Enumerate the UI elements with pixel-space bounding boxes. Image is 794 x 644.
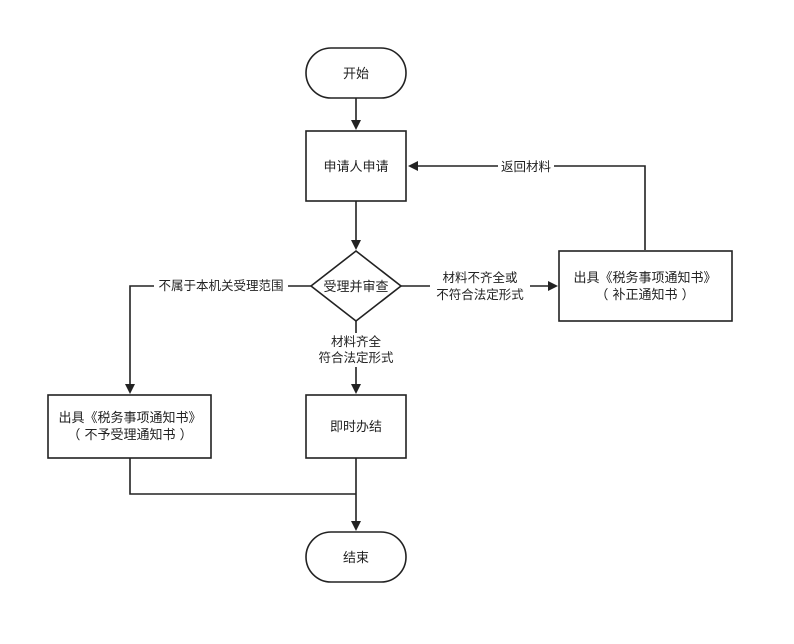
end-node [305, 531, 407, 583]
edge-label-incomplete-line-1: 材料不齐全或 [442, 270, 518, 285]
nodes: 开始 申请人申请 受理并审查 出具《税务事项通知书》 （ 补正通知书 ） 出具《… [47, 47, 733, 583]
edge-review-to-reject [125, 285, 311, 394]
reject-notice-line-2: （ 不予受理通知书 ） [67, 427, 192, 443]
correction-notice-line-2: （ 补正通知书 ） [595, 287, 694, 303]
edge-label-out-of-scope: 不属于本机关受理范围 [158, 278, 283, 293]
instant-completion-node [305, 394, 407, 459]
apply-node-label: 申请人申请 [323, 160, 388, 175]
edge-label-incomplete-line-2: 不符合法定形式 [436, 287, 524, 302]
start-node-label: 开始 [343, 67, 369, 82]
edge-labels: 返回材料 材料不齐全或 不符合法定形式 不属于本机关受理范围 材料齐全 符合法定… [154, 158, 554, 367]
edge-correction-to-apply [408, 161, 646, 250]
reject-notice-line-1: 出具《税务事项通知书》 [58, 410, 201, 426]
edge-reject-to-merge [129, 458, 356, 495]
apply-node [305, 130, 407, 202]
correction-notice-line-1: 出具《税务事项通知书》 [573, 270, 716, 286]
reject-notice-node [47, 394, 212, 459]
end-node-label: 结束 [343, 551, 369, 566]
correction-notice-node [558, 250, 733, 322]
review-node-label: 受理并审查 [323, 280, 388, 295]
edge-label-complete-line-2: 符合法定形式 [318, 350, 394, 365]
edge-label-return-materials: 返回材料 [501, 159, 552, 174]
instant-completion-label: 即时办结 [330, 420, 382, 435]
edge-label-complete-line-1: 材料齐全 [331, 334, 382, 349]
review-decision-node [309, 249, 403, 323]
start-node [305, 47, 407, 99]
